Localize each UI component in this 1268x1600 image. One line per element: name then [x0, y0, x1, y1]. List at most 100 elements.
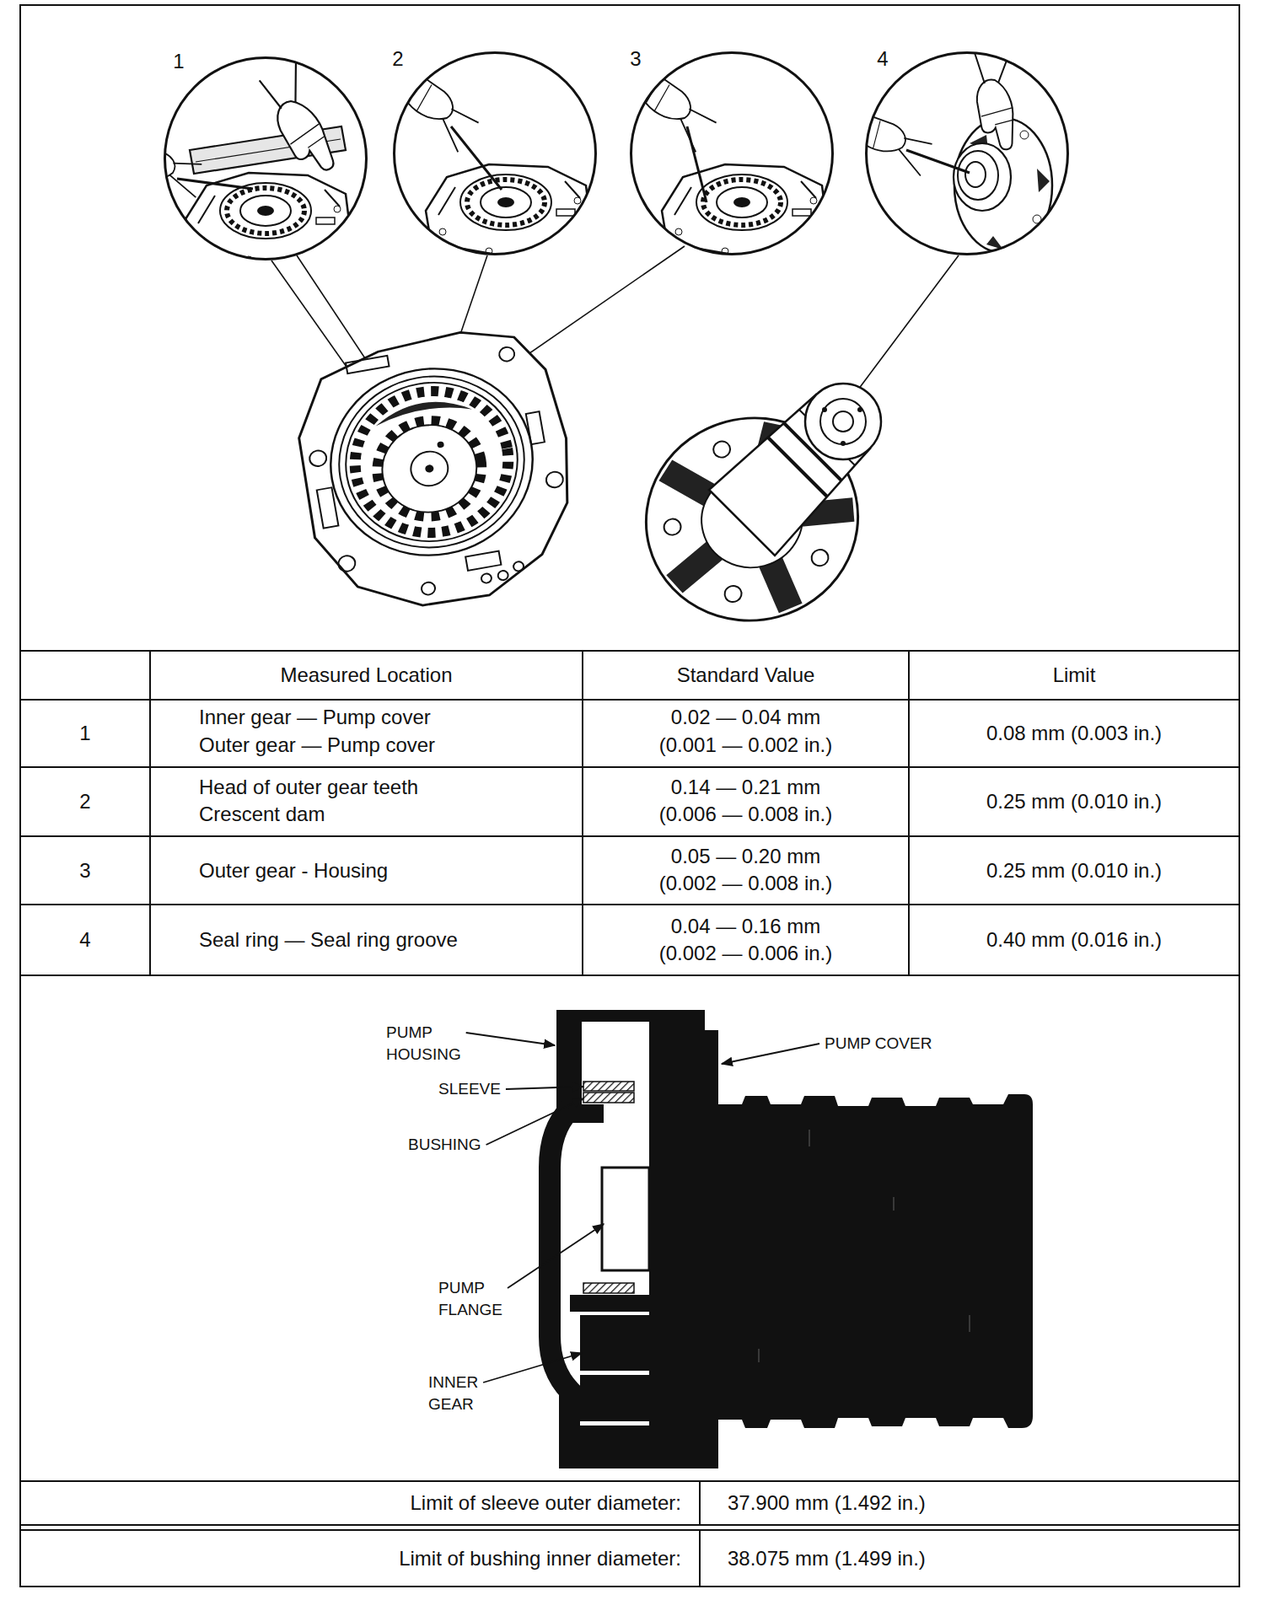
pump-cover-drawing: [623, 394, 881, 645]
detail-seal-ring: [968, 46, 1030, 154]
pump-cross-section: [583, 1283, 634, 1294]
pump-cover-hub: [820, 398, 866, 445]
circle-outline: [392, 51, 597, 256]
pump-housing-drawing: [480, 573, 493, 585]
detail-seal-ring: [953, 143, 1011, 211]
pump-housing-drawing: [284, 317, 592, 624]
row-number: 4: [20, 928, 151, 952]
detail-straight-edge: [177, 178, 253, 189]
callout-number: 3: [629, 47, 641, 71]
pump-housing-drawing: [420, 581, 436, 597]
detail-straight-edge: [107, 143, 204, 198]
pump-cover-hub: [822, 407, 828, 413]
pump-housing-drawing: [408, 448, 451, 489]
pump-cross-section: [556, 1010, 650, 1112]
page-frame: [149, 650, 151, 976]
leader-line: [505, 1086, 584, 1090]
detail-circle: 1: [163, 56, 368, 261]
limit-value: 0.40 mm (0.016 in.): [908, 928, 1240, 952]
measured-location: Crescent dam: [198, 802, 325, 827]
pump-cross-section: [583, 1092, 634, 1103]
measured-location: Seal ring — Seal ring groove: [198, 928, 458, 952]
pump-cross-section: [718, 1094, 1033, 1429]
page-frame: [698, 1530, 701, 1587]
pump-housing-drawing: [343, 379, 520, 546]
detail-circle: 3: [629, 51, 834, 256]
page-frame: [20, 1480, 1240, 1483]
part-name: INNER GEAR: [428, 1371, 479, 1416]
detail-straight-edge: [185, 172, 350, 270]
pump-cross-section: [549, 1010, 1033, 1469]
pump-housing-drawing: [316, 352, 549, 571]
circle-outline: [865, 51, 1070, 256]
pump-cross-section: [580, 1315, 650, 1469]
pump-cross-section: [649, 1010, 719, 1469]
pump-housing-drawing: [544, 470, 565, 489]
measured-location: Outer gear - Housing: [198, 859, 388, 883]
page-frame: [20, 5, 1240, 1587]
pump-housing-drawing: [333, 369, 530, 555]
page-frame: [20, 1524, 1240, 1526]
detail-seal-ring: [836, 108, 935, 177]
page-frame: [20, 650, 1240, 652]
pump-cross-section: [569, 1104, 604, 1123]
detail-seal-ring: [836, 46, 1053, 253]
pump-housing-drawing: [375, 417, 484, 520]
table-header: Standard Value: [582, 663, 909, 688]
detail-housing-check: [661, 164, 827, 262]
pump-housing-drawing: [345, 355, 389, 374]
detail-straight-edge: [253, 59, 353, 181]
pump-cross-section: [549, 1109, 570, 1469]
circle-outline: [165, 58, 367, 260]
standard-value: 0.14 — 0.21 mm: [582, 775, 909, 800]
pump-cross-section: [583, 1081, 634, 1091]
pump-housing-drawing: [284, 317, 592, 624]
circle-outline: [629, 51, 834, 256]
page-frame: [20, 974, 1240, 977]
pump-cover-drawing: [808, 547, 832, 570]
pump-cover-hub: [840, 440, 846, 446]
pump-housing-drawing: [325, 361, 538, 563]
table-header: Limit: [908, 663, 1240, 688]
page-frame: [20, 1529, 1240, 1532]
pump-housing-drawing: [436, 440, 445, 449]
circle-outline: [866, 53, 1069, 255]
leader-line: [466, 1032, 555, 1046]
part-leaders: [466, 1032, 820, 1383]
part-name: PUMP HOUSING: [386, 1021, 462, 1066]
limit-value: 0.25 mm (0.010 in.): [908, 859, 1240, 883]
pump-cover-hub: [805, 383, 882, 460]
pump-housing-drawing: [465, 551, 501, 571]
page-frame: [20, 5, 1240, 1587]
detail-circle: 2: [392, 51, 597, 256]
row-number: 3: [20, 859, 151, 883]
measured-location: Head of outer gear teeth: [198, 775, 419, 800]
limit-value: 0.08 mm (0.003 in.): [908, 721, 1240, 746]
part-name: PUMP COVER: [824, 1032, 932, 1055]
spec-label: Limit of bushing inner diameter:: [33, 1547, 682, 1571]
spec-value: 38.075 mm (1.499 in.): [727, 1547, 926, 1571]
leader-line: [507, 1224, 604, 1289]
spec-value: 37.900 mm (1.492 in.): [727, 1491, 926, 1516]
standard-value: (0.002 — 0.006 in.): [582, 941, 909, 966]
callout-number: 2: [392, 47, 403, 71]
leader-line: [721, 1043, 820, 1064]
pump-housing-drawing: [350, 385, 513, 538]
row-number: 1: [20, 721, 151, 746]
page-frame: [20, 766, 1240, 769]
pump-cross-section: [968, 1315, 970, 1333]
detail-circle: 4: [865, 51, 1070, 256]
page-frame: [20, 903, 1240, 906]
detail-seal-ring: [1020, 130, 1029, 140]
pump-cross-section: [580, 1370, 650, 1376]
pump-housing-drawing: [497, 569, 510, 581]
page-frame: [581, 650, 584, 976]
pump-cover-drawing: [710, 439, 733, 461]
pump-housing-drawing: [498, 345, 516, 362]
measured-location: Inner gear — Pump cover: [198, 705, 431, 730]
pump-cross-section: [580, 1421, 650, 1426]
row-number: 2: [20, 789, 151, 814]
part-name: PUMP FLANGE: [438, 1277, 503, 1322]
callout-number: 4: [876, 47, 888, 71]
